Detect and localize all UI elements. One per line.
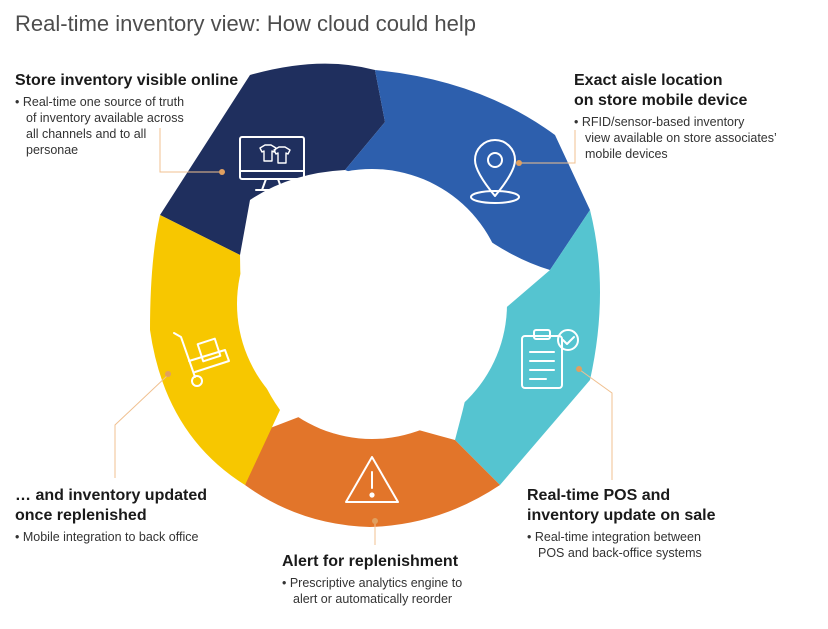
callout-pos-update: Real-time POS and inventory update on sa… — [527, 486, 807, 561]
cycle-center — [237, 169, 507, 439]
step-title: Real-time POS and inventory update on sa… — [527, 487, 716, 524]
step-title: Store inventory visible online — [15, 72, 239, 89]
callout-alert-replenishment: Alert for replenishment • Prescriptive a… — [282, 552, 512, 607]
monitor-shirts-icon — [239, 136, 305, 191]
callout-store-inventory: Store inventory visible online • Real-ti… — [15, 71, 255, 158]
leader-replenish — [114, 371, 171, 478]
segment-aisle-location — [345, 70, 590, 270]
step-bullet: • Prescriptive analytics engine to alert… — [282, 576, 463, 606]
clipboard-check-icon — [521, 329, 579, 389]
step-title: Alert for replenishment — [282, 553, 459, 570]
callout-aisle-location: Exact aisle location on store mobile dev… — [574, 71, 819, 162]
segment-alert-replenishment — [245, 405, 500, 527]
leader-aisle — [516, 130, 576, 166]
step-title: Exact aisle location on store mobile dev… — [574, 72, 748, 109]
leader-alert — [372, 518, 378, 545]
segment-pos-update — [455, 210, 600, 485]
leader-store — [159, 128, 225, 175]
location-pin-icon — [470, 139, 520, 204]
step-bullet: • Real-time integration between POS and … — [527, 530, 702, 560]
step-bullet: • RFID/sensor-based inventory view avail… — [574, 115, 777, 161]
segment-inventory-updated — [150, 215, 280, 485]
step-bullet: • Mobile integration to back office — [15, 530, 199, 544]
callout-inventory-updated: … and inventory updated once replenished… — [15, 486, 245, 545]
warning-triangle-icon — [345, 456, 399, 503]
leader-pos — [576, 366, 613, 480]
page-title: Real-time inventory view: How cloud coul… — [15, 11, 476, 36]
hand-truck-icon — [173, 332, 230, 387]
step-bullet: • Real-time one source of truth of inven… — [15, 95, 185, 157]
step-title: … and inventory updated once replenished — [15, 487, 208, 524]
